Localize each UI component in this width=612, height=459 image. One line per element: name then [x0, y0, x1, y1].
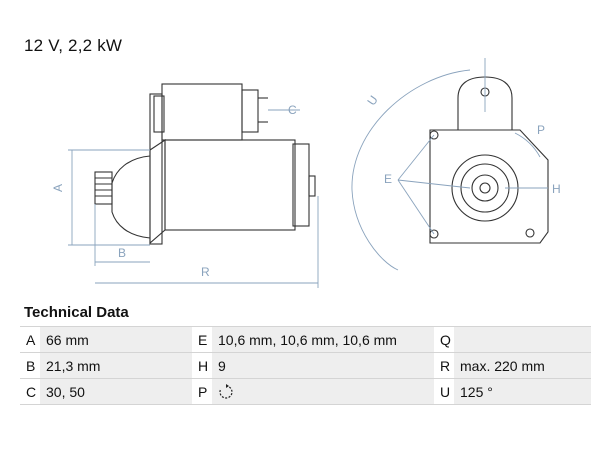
spec-value: max. 220 mm: [454, 352, 591, 379]
table-row: B 21,3 mm H 9 R max. 220 mm: [20, 352, 591, 379]
dim-label-u: U: [364, 93, 380, 108]
dim-label-r: R: [201, 265, 210, 279]
spec-key: Q: [434, 326, 454, 353]
spec-key: U: [434, 378, 454, 405]
front-mount-plate: [429, 129, 549, 244]
angle-arc-u: [351, 69, 471, 271]
voltage-power-spec: 12 V, 2,2 kW: [24, 36, 123, 55]
spec-value: 21,3 mm: [40, 352, 192, 379]
spec-key: C: [20, 378, 40, 405]
front-pinion: [471, 174, 499, 202]
dim-label-b: B: [118, 246, 126, 260]
dim-label-h: H: [552, 182, 561, 196]
spec-value: [212, 378, 434, 405]
dim-label-p: P: [537, 123, 545, 137]
spec-value: 66 mm: [40, 326, 192, 353]
table-row: C 30, 50 P U 125 °: [20, 378, 591, 405]
dim-label-e: E: [384, 172, 392, 186]
spec-key: H: [192, 352, 212, 379]
dim-label-c: C: [288, 103, 297, 117]
table-row: A 66 mm E 10,6 mm, 10,6 mm, 10,6 mm Q: [20, 326, 591, 353]
spec-key: B: [20, 352, 40, 379]
spec-key: R: [434, 352, 454, 379]
dim-label-a: A: [51, 184, 65, 192]
spec-key: A: [20, 326, 40, 353]
drive-nose: [111, 155, 151, 239]
mounting-flange: [149, 138, 166, 245]
pinion: [94, 171, 113, 205]
spec-value: 9: [212, 352, 434, 379]
spec-value: [454, 326, 591, 353]
technical-data-table: A 66 mm E 10,6 mm, 10,6 mm, 10,6 mm Q B …: [20, 326, 591, 405]
spec-key: P: [192, 378, 212, 405]
motor-body: [164, 139, 296, 231]
spec-value: 30, 50: [40, 378, 192, 405]
starter-motor-drawing: A B C R U P E H: [51, 58, 561, 288]
spec-value: 10,6 mm, 10,6 mm, 10,6 mm: [212, 326, 434, 353]
solenoid: [161, 83, 243, 141]
spec-value: 125 °: [454, 378, 591, 405]
spec-key: E: [192, 326, 212, 353]
technical-data-heading: Technical Data: [24, 304, 129, 321]
clockwise-rotation-icon: [219, 384, 233, 399]
